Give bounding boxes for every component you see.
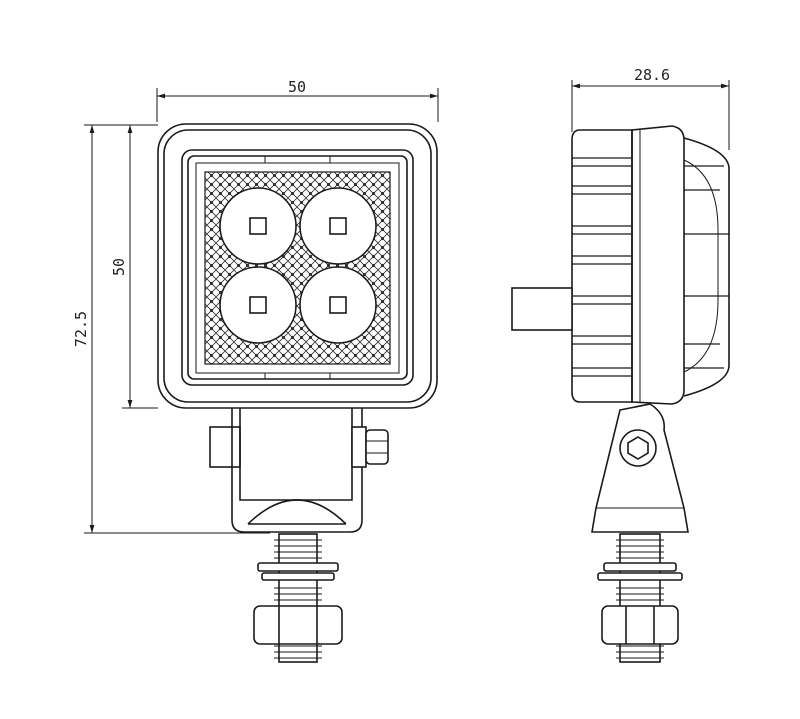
housing-outline (157, 123, 438, 409)
bolt-icon (597, 533, 683, 663)
cable-stub (511, 287, 573, 331)
led-lamp-icon (219, 187, 377, 344)
nut-icon (601, 605, 679, 645)
mounting-bracket (209, 408, 389, 533)
dimension-total-height: 72.5 (72, 124, 270, 534)
dimension-front-width: 50 (156, 78, 439, 122)
side-bracket (591, 403, 689, 533)
dimension-label-front-width: 50 (288, 78, 306, 96)
dimension-front-height: 50 (110, 124, 158, 409)
lens-profile (683, 137, 730, 397)
side-view: 28.6 (511, 66, 730, 663)
front-bezel (631, 125, 685, 405)
dimension-label-front-height: 50 (110, 258, 128, 276)
dimension-side-depth: 28.6 (571, 66, 730, 150)
dimension-label-total-height: 72.5 (72, 311, 90, 347)
front-view: 50 50 72.5 (72, 78, 439, 663)
dimension-label-side-depth: 28.6 (634, 66, 670, 84)
nut-icon (253, 605, 343, 645)
heat-sink (571, 129, 633, 403)
